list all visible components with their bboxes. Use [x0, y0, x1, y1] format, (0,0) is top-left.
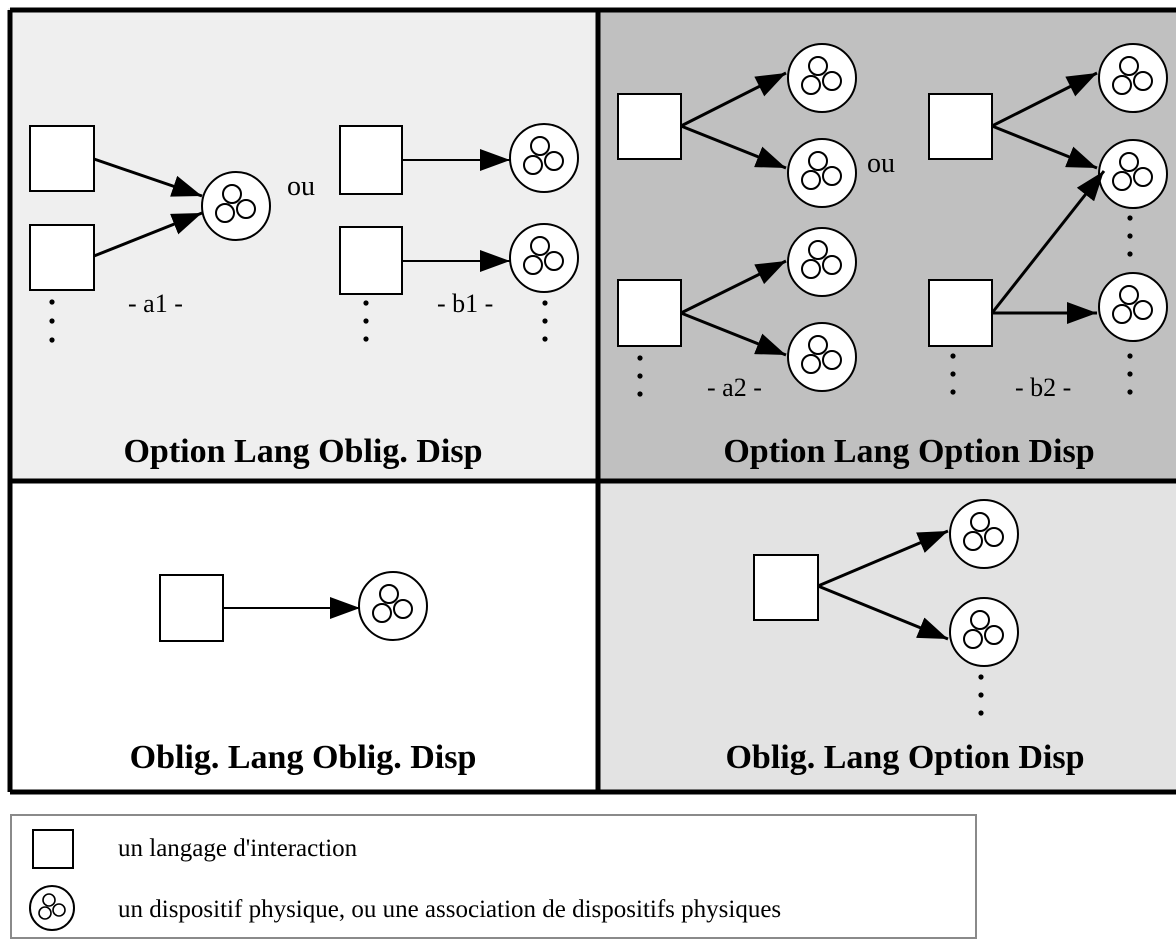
- device-circle: [201, 171, 271, 241]
- device-circle: [358, 571, 428, 641]
- sublabel-a1: - a1 -: [128, 289, 183, 318]
- ellipsis-dots: [978, 674, 984, 716]
- ellipsis-dots: [637, 355, 643, 397]
- connector-ou: ou: [287, 171, 315, 202]
- legend-item-device: un dispositif physique, ou une associati…: [118, 896, 781, 923]
- quadrant-top-left-bg: [8, 8, 598, 481]
- device-circle: [509, 223, 579, 293]
- language-square: [29, 125, 95, 192]
- quadrant-bottom-right: Oblig. Lang Option Disp: [725, 499, 1085, 776]
- arrow: [680, 71, 787, 128]
- device-circle: [949, 499, 1019, 569]
- language-square: [29, 224, 95, 291]
- quadrant-bottom-left: Oblig. Lang Oblig. Disp: [130, 571, 477, 776]
- arrow: [680, 311, 787, 357]
- language-square: [159, 574, 224, 642]
- language-square: [617, 93, 682, 160]
- quadrant-bottom-right-bg: [598, 481, 1176, 792]
- quadrant-title: Option Lang Option Disp: [723, 433, 1094, 470]
- legend: un langage d'interaction un dispositif p…: [10, 814, 977, 939]
- quadrant-top-right: ou - a2 - - b2 - Option Lang Option Disp: [617, 43, 1168, 470]
- device-circle: [787, 322, 857, 392]
- quadrant-title: Option Lang Oblig. Disp: [123, 433, 482, 470]
- arrow: [93, 157, 203, 198]
- arrow: [817, 529, 949, 588]
- arrow: [680, 124, 787, 170]
- arrow: [817, 584, 949, 641]
- device-circle: [949, 597, 1019, 667]
- language-square: [928, 93, 993, 160]
- quadrant-title: Oblig. Lang Oblig. Disp: [130, 739, 477, 776]
- quadrant-bottom-left-bg: [8, 481, 598, 792]
- device-circle: [787, 227, 857, 297]
- quadrant-title: Oblig. Lang Option Disp: [725, 739, 1084, 776]
- square-icon: [32, 829, 74, 869]
- device-circle: [1098, 272, 1168, 342]
- quadrant-top-right-bg: [598, 8, 1176, 481]
- sublabel-b2: - b2 -: [1015, 373, 1071, 402]
- legend-item-language: un langage d'interaction: [118, 835, 358, 862]
- device-circle-icon: [29, 885, 75, 931]
- device-circle: [1098, 43, 1168, 113]
- language-square: [753, 554, 819, 621]
- language-square: [617, 279, 682, 347]
- language-square: [339, 125, 403, 195]
- arrow: [93, 211, 203, 258]
- connector-ou: ou: [867, 148, 895, 179]
- sublabel-a2: - a2 -: [707, 373, 762, 402]
- arrow: [991, 71, 1098, 128]
- arrow: [991, 124, 1098, 170]
- grid-frame: [7, 7, 1176, 795]
- device-circle: [787, 43, 857, 113]
- ellipsis-dots: [363, 300, 548, 342]
- quadrant-top-left: ou - a1 - - b1 - Option Lang Oblig. Disp: [29, 123, 579, 470]
- ellipsis-dots: [950, 215, 1133, 395]
- ellipsis-dots: [49, 299, 55, 343]
- language-square: [928, 279, 993, 347]
- legend-box: [10, 814, 977, 939]
- language-square: [339, 226, 403, 295]
- arrow: [680, 259, 787, 315]
- device-circle: [1098, 139, 1168, 209]
- sublabel-b1: - b1 -: [437, 289, 493, 318]
- device-circle: [787, 138, 857, 208]
- arrow: [990, 170, 1106, 314]
- device-circle: [509, 123, 579, 193]
